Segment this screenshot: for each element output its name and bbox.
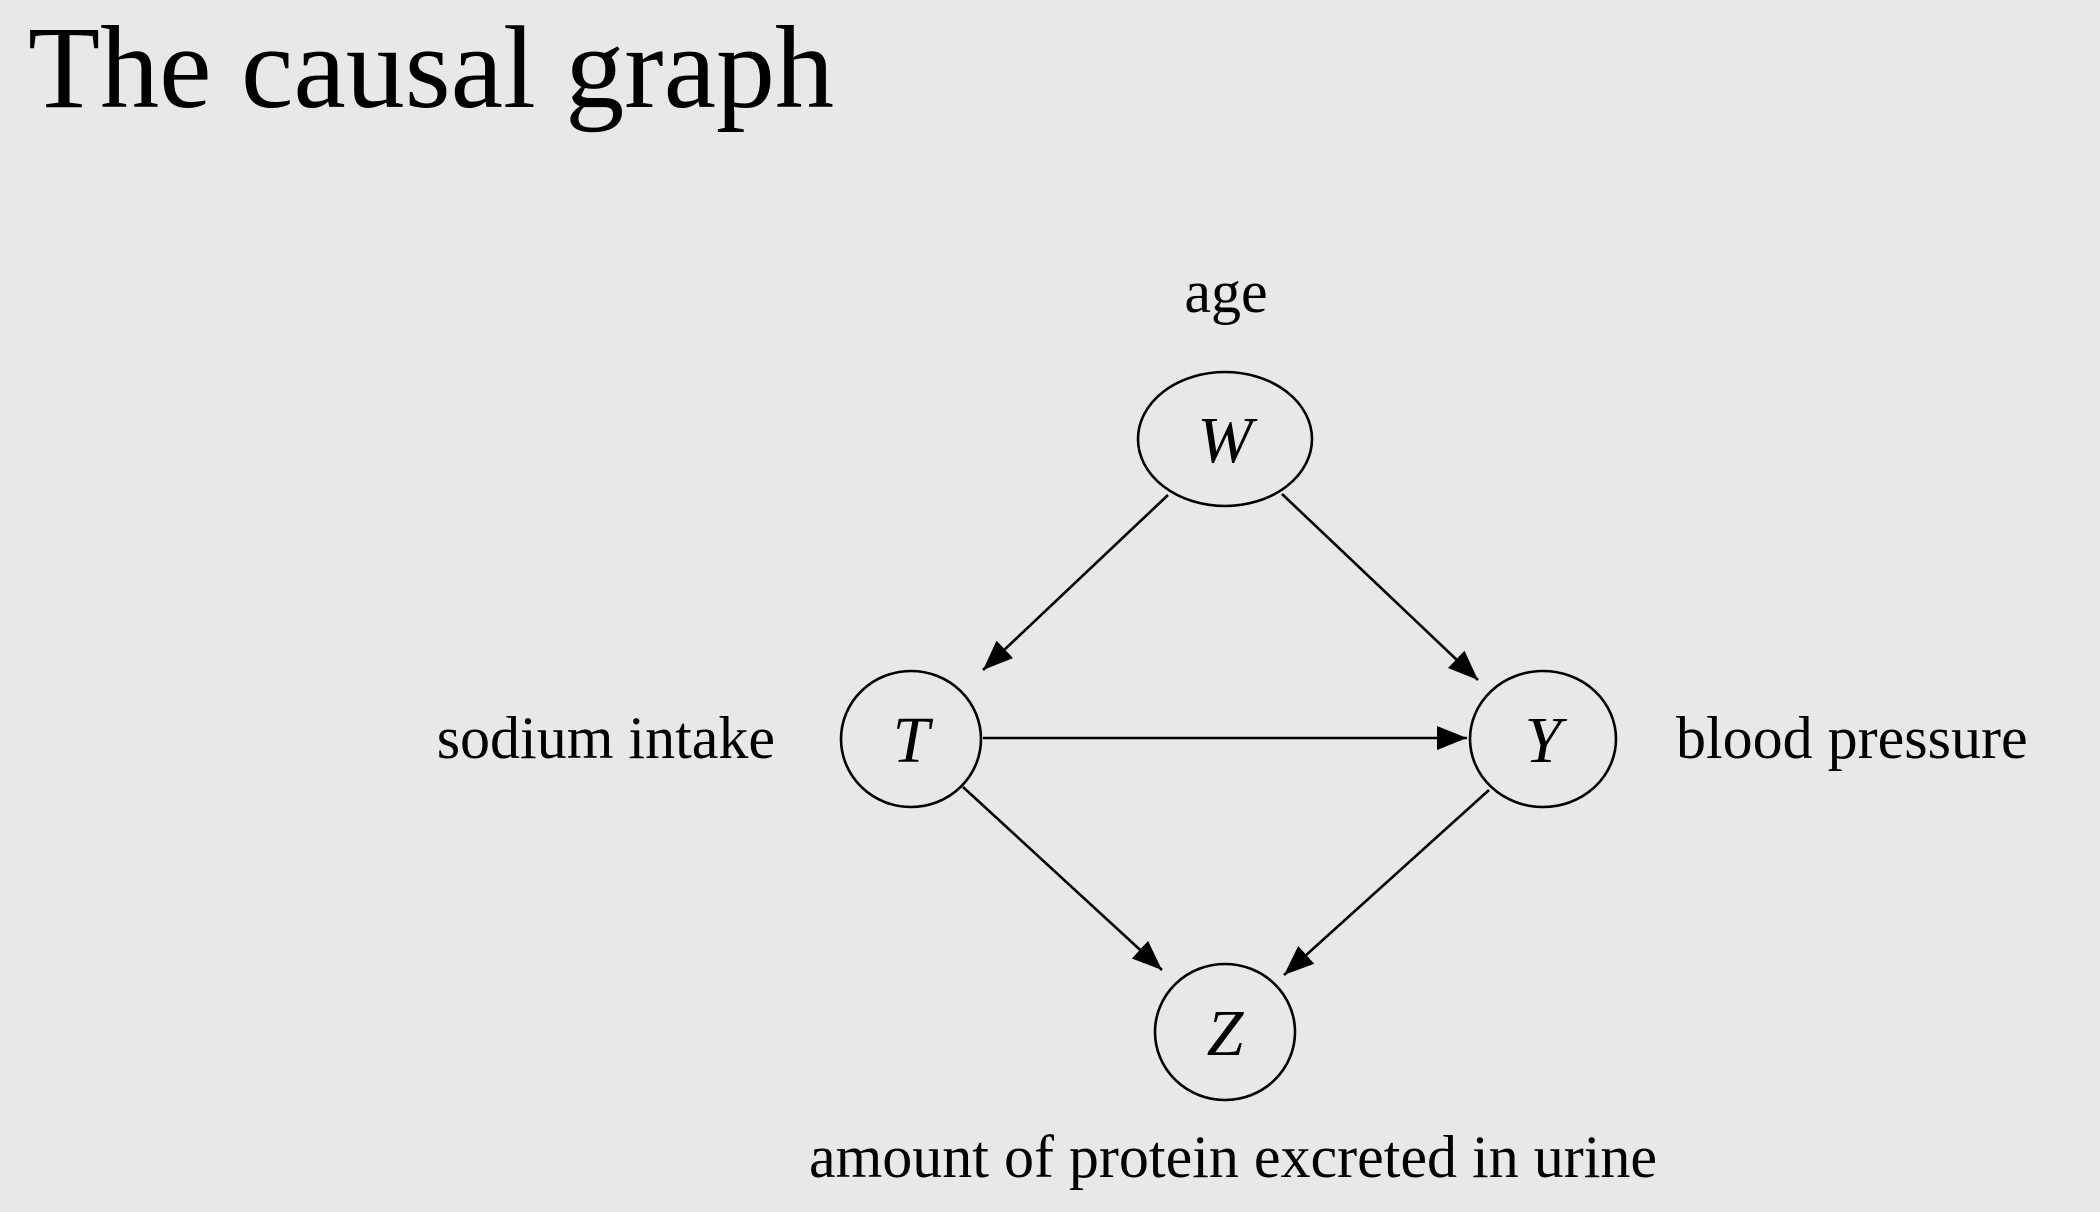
- edge-t-to-z: [962, 786, 1163, 971]
- caption-protein-urine: amount of protein excreted in urine: [809, 1124, 1657, 1190]
- node-t: T: [839, 669, 983, 809]
- node-y: Y: [1468, 669, 1618, 809]
- caption-blood-pressure: blood pressure: [1676, 705, 2028, 771]
- node-w-ellipse: [1136, 370, 1314, 508]
- caption-age: age: [1184, 259, 1267, 325]
- edge-w-to-y: [1281, 493, 1479, 681]
- caption-sodium-intake: sodium intake: [437, 705, 775, 771]
- node-w: W: [1136, 370, 1314, 508]
- node-y-ellipse: [1468, 669, 1618, 809]
- edge-w-to-t: [982, 494, 1169, 671]
- edge-y-to-z: [1283, 789, 1490, 976]
- node-z: Z: [1153, 962, 1297, 1102]
- node-z-ellipse: [1153, 962, 1297, 1102]
- node-t-symbol: T: [893, 704, 934, 777]
- page-title: The causal graph: [28, 2, 834, 133]
- edges-group: [962, 493, 1490, 976]
- node-t-ellipse: [839, 669, 983, 809]
- node-w-symbol: W: [1198, 404, 1258, 477]
- node-z-symbol: Z: [1207, 997, 1245, 1070]
- node-y-symbol: Y: [1525, 704, 1568, 777]
